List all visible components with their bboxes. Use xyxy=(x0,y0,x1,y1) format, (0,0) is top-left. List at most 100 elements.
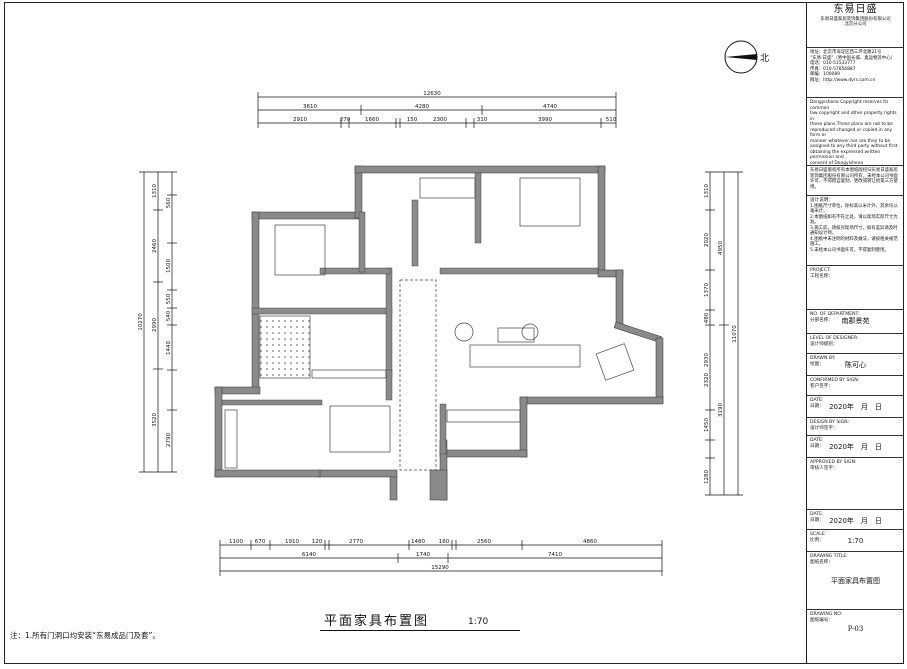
dim-bottom-overall: 15290 xyxy=(431,565,449,571)
dim-left-r2-4: 540 xyxy=(166,310,172,321)
dim-top-r2-1: 2910 xyxy=(293,117,307,123)
project-label: PROJECT: 工程名称： xyxy=(810,268,833,279)
dim-right-r2-4: 480 xyxy=(704,312,710,323)
drawing-title: 平面家具布置图 xyxy=(324,614,430,629)
coffee-table xyxy=(497,327,535,343)
tb-logo-cell: 东易日盛 东易日盛家居装饰集团股份有限公司 北京分公司 xyxy=(807,2,904,48)
tb-dept-cell: NO. OF DEPARTMENT: 分部名称： 南郡景苑 xyxy=(807,310,904,334)
confirmed-label: CONFIRMED BY SIGN: 客户签字： xyxy=(810,378,860,389)
drawing-no-label: DRAWING NO: 图纸编号： xyxy=(810,612,843,623)
dim-right-r2-3: 1370 xyxy=(704,283,710,297)
dim-bottom-2: 1740 xyxy=(416,552,430,558)
dim-left-1: 1310 xyxy=(152,184,158,198)
tb-notes-cell: 设计说明： 1.图纸尺寸单位，除标高以米计外，其余均以毫米计。 2.本图纸如有不… xyxy=(807,196,904,266)
dim-bottom-r2-5: 2770 xyxy=(349,539,363,545)
dim-top-r2-5: 2300 xyxy=(433,117,447,123)
dim-left-r2-3: 550 xyxy=(166,293,172,304)
dim-left-2: 2460 xyxy=(152,239,158,253)
wardrobe-study xyxy=(259,315,311,379)
tb-copyright-cn-cell: 东易日盛版权所有本图纸版权归东易日盛家居装饰集团股份有限公司所有，未经本公司书面… xyxy=(807,166,904,196)
date2-value: 2020年 月 日 xyxy=(829,443,882,452)
tb-approved-cell: APPROVED BY SIGN: 审核人签字： xyxy=(807,458,904,510)
dim-bottom-r2-6: 1480 xyxy=(411,539,425,545)
kitchen-counter xyxy=(224,409,238,469)
tb-date2-cell: DATE: 日期： 2020年 月 日 xyxy=(807,436,904,458)
bed-master-bedroom xyxy=(519,177,581,227)
furniture xyxy=(224,177,635,471)
dim-right-r2-7: 1450 xyxy=(704,418,710,432)
dim-right-2: 3190 xyxy=(718,403,724,417)
north-label: 北 xyxy=(760,54,770,64)
company-name: 东易日盛家居装饰集团股份有限公司 xyxy=(820,16,891,22)
dim-bottom-r2-2: 670 xyxy=(255,539,266,545)
dim-right-r2-5: 2930 xyxy=(704,353,710,367)
dim-top-1: 3610 xyxy=(303,104,317,110)
scale-label: SCALE: 比例： xyxy=(810,532,827,543)
dining-table xyxy=(329,405,391,453)
dim-left-r2-2: 1500 xyxy=(166,259,172,273)
dim-right-r2-1: 1310 xyxy=(704,184,710,198)
dim-top-r2-4: 150 xyxy=(407,117,418,123)
drawn-value: 陈可心 xyxy=(845,361,866,370)
copyright-cn: 东易日盛版权所有本图纸版权归东易日盛家居装饰集团股份有限公司所有，未经本公司书面… xyxy=(810,168,898,190)
dim-right-r2-6: 2320 xyxy=(704,373,710,387)
designer-level-label: LEVEL OF DESIGNER: 设计师级别： xyxy=(810,336,859,347)
tb-drawn-cell: DRAWN BY: 绘图： 陈可心 xyxy=(807,354,904,376)
dim-top-2: 4280 xyxy=(415,104,429,110)
dim-right-r2-8: 1280 xyxy=(704,470,710,484)
exterior-walls xyxy=(214,165,664,501)
bathtub xyxy=(419,177,476,199)
corridor xyxy=(399,279,437,471)
dim-right-1: 4950 xyxy=(718,241,724,255)
desk-study xyxy=(311,369,387,379)
interior-walls xyxy=(221,172,599,455)
tb-drawing-no-cell: DRAWING NO: 图纸编号： P-03 xyxy=(807,610,904,642)
copyright-en: Dongyishena Copyright reserves its commo… xyxy=(810,100,898,166)
north-arrow-icon xyxy=(724,40,758,74)
tb-designer-level-cell: LEVEL OF DESIGNER: 设计师级别： xyxy=(807,334,904,354)
drawing-scale: 1:70 xyxy=(468,617,489,627)
notes-label: 设计说明： xyxy=(810,198,833,203)
dim-left-overall: 10270 xyxy=(138,313,144,331)
dept-value: 南郡景苑 xyxy=(841,317,870,326)
bed-second-bedroom xyxy=(274,224,326,276)
dim-top-r2-7: 3990 xyxy=(538,117,552,123)
tb-design-cell: DESIGN BY SIGN: 设计师签字： xyxy=(807,418,904,436)
dimension-labels: 12630 3610 4280 4740 2910 270 1660 150 2… xyxy=(138,91,738,571)
dim-bottom-1: 6140 xyxy=(302,552,316,558)
design-label: DESIGN BY SIGN: 设计师签字： xyxy=(810,420,850,431)
tb-date1-cell: DATE: 日期： 2020年 月 日 xyxy=(807,396,904,418)
drawing-title-value: 平面家具布置图 xyxy=(831,577,880,586)
dim-bottom-3: 7410 xyxy=(548,552,562,558)
drawing-note: 注：1.所有门洞口均安装“东易成品门及套”。 xyxy=(10,631,160,640)
dim-right-overall: 11070 xyxy=(732,325,738,343)
tb-address-cell: 地址：北京市海淀区西三环北路21号 “东易·日盛”（原中国长城、奥运物流中心） … xyxy=(807,48,904,98)
scale-value: 1:70 xyxy=(847,537,864,546)
company-branch: 北京分公司 xyxy=(844,22,867,27)
dim-left-r2-1: 560 xyxy=(166,197,172,208)
dim-bottom-r2-4: 120 xyxy=(312,539,323,545)
dim-top-r2-8: 510 xyxy=(606,117,617,123)
company-address: 地址：北京市海淀区西三环北路21号 “东易·日盛”（原中国长城、奥运物流中心） … xyxy=(810,50,895,83)
drawing-title-label: DRAWING TITLE: 图纸名称： xyxy=(810,554,848,565)
dim-top-overall: 12630 xyxy=(423,91,441,97)
date2-label: DATE: 日期： xyxy=(810,438,824,449)
design-notes: 1.图纸尺寸单位，除标高以米计外，其余均以毫米计。 2.本图纸如有不符之处，请以… xyxy=(810,203,898,253)
date3-value: 2020年 月 日 xyxy=(829,517,882,526)
tb-copyright-cell: Dongyishena Copyright reserves its commo… xyxy=(807,98,904,166)
dim-bottom-r2-8: 2560 xyxy=(477,539,491,545)
tb-project-cell: PROJECT: 工程名称： xyxy=(807,266,904,310)
sofa xyxy=(469,344,581,368)
tb-drawing-title-cell: DRAWING TITLE: 图纸名称： 平面家具布置图 xyxy=(807,552,904,610)
approved-label: APPROVED BY SIGN: 审核人签字： xyxy=(810,460,857,471)
dim-left-4: 3520 xyxy=(152,413,158,427)
dim-bottom-r2-7: 160 xyxy=(439,539,450,545)
dept-label: NO. OF DEPARTMENT: 分部名称： xyxy=(810,312,860,323)
armchair xyxy=(454,322,474,342)
dim-top-3: 4740 xyxy=(543,104,557,110)
date1-value: 2020年 月 日 xyxy=(829,403,882,412)
drawn-label: DRAWN BY: 绘图： xyxy=(810,356,836,367)
dim-top-r2-2: 270 xyxy=(340,117,351,123)
drawing-no-value: P-03 xyxy=(847,625,864,634)
